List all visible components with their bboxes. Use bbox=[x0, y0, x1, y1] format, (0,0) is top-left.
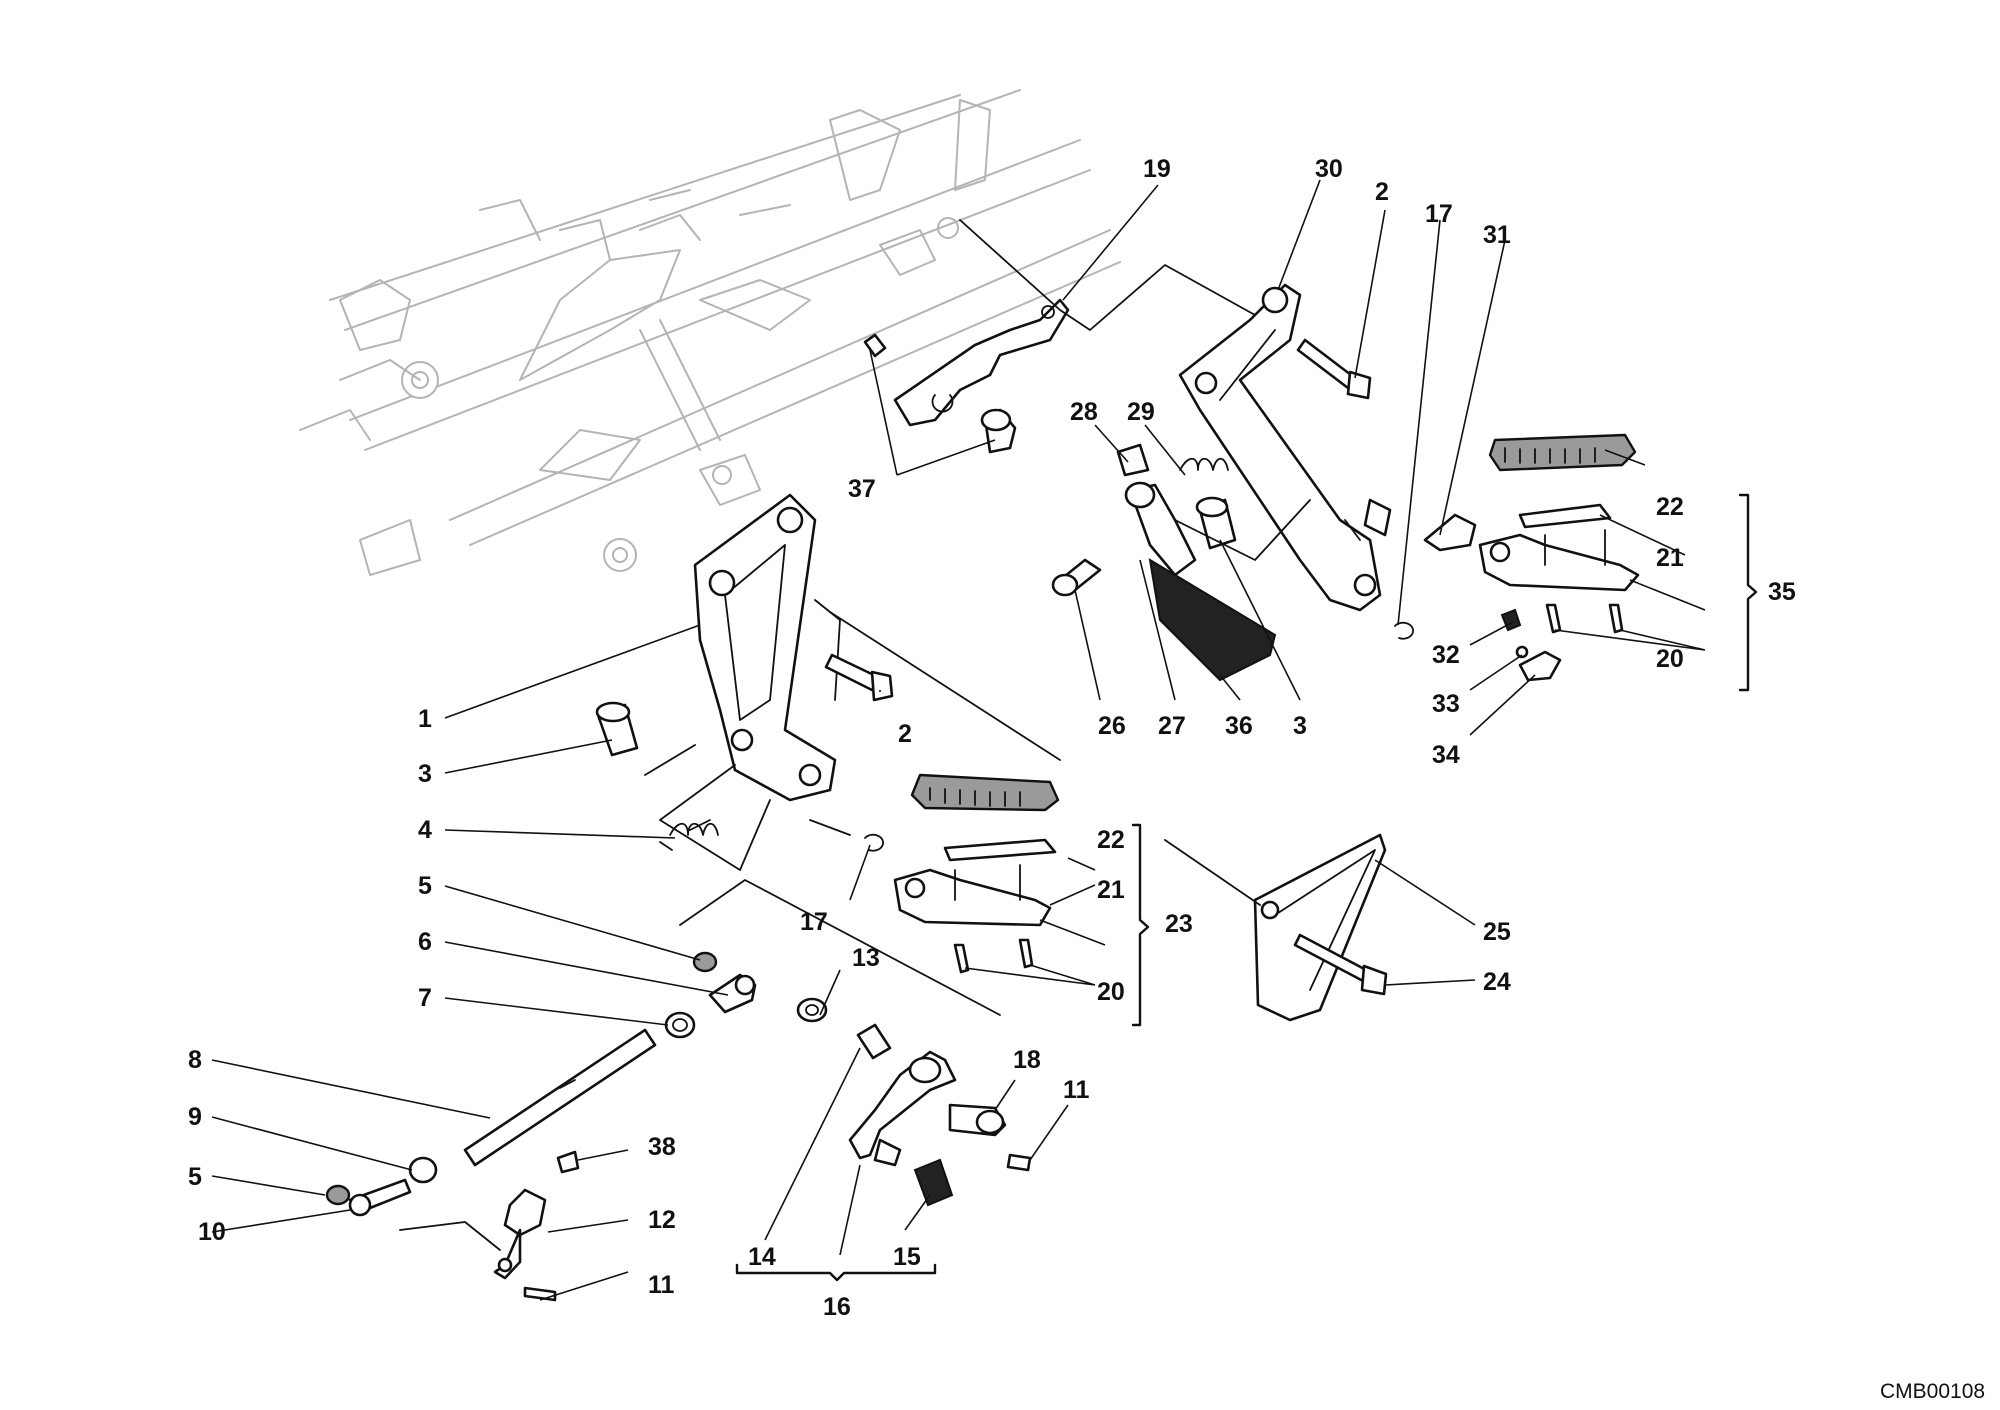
callout-18: 18 bbox=[1013, 1046, 1041, 1074]
callout-20-left: 20 bbox=[1097, 978, 1125, 1006]
callout-36: 36 bbox=[1225, 712, 1253, 740]
callout-17-left: 17 bbox=[800, 908, 828, 936]
rear-footpeg-27 bbox=[1124, 481, 1277, 682]
screw-11-lower bbox=[523, 1286, 557, 1302]
leader-lines bbox=[211, 179, 1706, 1301]
brace-35 bbox=[1738, 493, 1758, 692]
callout-7: 7 bbox=[418, 984, 432, 1012]
callout-16: 16 bbox=[823, 1293, 851, 1321]
callout-5-upper: 5 bbox=[418, 872, 432, 900]
callout-8: 8 bbox=[188, 1046, 202, 1074]
bolt-24 bbox=[1293, 933, 1388, 996]
callout-10: 10 bbox=[198, 1218, 226, 1246]
nut-5-lower bbox=[325, 1184, 351, 1206]
shift-lever-12 bbox=[503, 1188, 547, 1237]
motorcycle-frame bbox=[299, 89, 1121, 576]
callout-30: 30 bbox=[1315, 155, 1343, 183]
callout-26: 26 bbox=[1098, 712, 1126, 740]
callout-11-lower: 11 bbox=[648, 1271, 675, 1299]
footpeg-bracket-left bbox=[693, 493, 841, 802]
screws-20-left bbox=[953, 938, 1034, 974]
bolt-2-left bbox=[824, 653, 894, 702]
callout-20-right: 20 bbox=[1656, 645, 1684, 673]
callout-labels: 1 3 4 5 6 7 8 9 5 10 11 12 38 2 17 13 14… bbox=[188, 155, 1796, 1321]
callout-2-right: 2 bbox=[1375, 178, 1389, 206]
bush-14 bbox=[856, 1023, 892, 1060]
heel-guard-25 bbox=[1253, 833, 1387, 1022]
callout-24: 24 bbox=[1483, 968, 1511, 996]
callout-27: 27 bbox=[1158, 712, 1186, 740]
pivot-pin-3-left bbox=[595, 701, 639, 757]
assembly-lines-left bbox=[644, 611, 1061, 1016]
assembly-line-right bbox=[1174, 499, 1311, 561]
pin-28 bbox=[1116, 443, 1150, 477]
callout-17-right: 17 bbox=[1425, 200, 1453, 228]
callout-2-left: 2 bbox=[898, 720, 912, 748]
nut-7 bbox=[664, 1011, 696, 1039]
plate-34 bbox=[1518, 650, 1562, 682]
callout-35: 35 bbox=[1768, 578, 1796, 606]
callout-1: 1 bbox=[418, 705, 432, 733]
circlip-17-right bbox=[1394, 621, 1414, 640]
callout-34: 34 bbox=[1432, 741, 1460, 769]
assembly-line-25 bbox=[1164, 839, 1261, 906]
nut-5-upper bbox=[692, 951, 718, 973]
callout-6: 6 bbox=[418, 928, 432, 956]
callout-14: 14 bbox=[748, 1243, 776, 1271]
callout-19: 19 bbox=[1143, 155, 1171, 183]
callout-5-lower: 5 bbox=[188, 1163, 202, 1191]
washer-13 bbox=[796, 997, 828, 1023]
callout-37: 37 bbox=[848, 475, 876, 503]
callout-21-right: 21 bbox=[1656, 544, 1684, 572]
callout-23: 23 bbox=[1165, 910, 1193, 938]
rubber-36 bbox=[1148, 558, 1277, 682]
callout-9: 9 bbox=[188, 1103, 202, 1131]
shift-rod-8 bbox=[463, 1028, 657, 1167]
spring-29 bbox=[1179, 457, 1229, 471]
bolt-2-right bbox=[1296, 338, 1372, 400]
brace-23 bbox=[1131, 823, 1150, 1027]
callout-28: 28 bbox=[1070, 398, 1098, 426]
callout-4: 4 bbox=[418, 816, 432, 844]
circlip-17-left bbox=[864, 833, 884, 852]
callout-22-right: 22 bbox=[1656, 493, 1684, 521]
gear-linkage bbox=[325, 951, 1032, 1302]
pad-31 bbox=[1423, 513, 1477, 552]
drawing-reference: CMB00108 bbox=[1880, 1380, 1985, 1403]
ball-33 bbox=[1515, 645, 1529, 659]
callout-32: 32 bbox=[1432, 641, 1460, 669]
nut-9 bbox=[408, 1156, 438, 1184]
footpeg-bracket-right bbox=[1178, 283, 1392, 612]
brace-16 bbox=[735, 1263, 937, 1282]
assembly-line-19 bbox=[959, 219, 1256, 331]
bracket-19 bbox=[863, 298, 1070, 454]
screw-11-upper bbox=[1006, 1153, 1032, 1172]
callout-3-right: 3 bbox=[1293, 712, 1307, 740]
callout-3-left: 3 bbox=[418, 760, 432, 788]
callout-13: 13 bbox=[852, 944, 880, 972]
footpeg-assembly-left bbox=[893, 773, 1060, 927]
callout-25: 25 bbox=[1483, 918, 1511, 946]
callout-21-left: 21 bbox=[1097, 876, 1125, 904]
callout-38: 38 bbox=[648, 1133, 676, 1161]
callout-31: 31 bbox=[1483, 221, 1511, 249]
callout-22-left: 22 bbox=[1097, 826, 1125, 854]
callout-33: 33 bbox=[1432, 690, 1460, 718]
nut-37 bbox=[863, 333, 887, 358]
callout-11-upper: 11 bbox=[1063, 1076, 1090, 1104]
callout-12: 12 bbox=[648, 1206, 676, 1234]
callout-15: 15 bbox=[893, 1243, 921, 1271]
screws-20-right bbox=[1545, 603, 1624, 634]
callout-29: 29 bbox=[1127, 398, 1155, 426]
screw-38 bbox=[556, 1150, 580, 1174]
rubber-15 bbox=[913, 1158, 954, 1207]
spring-4 bbox=[659, 819, 719, 851]
footpeg-assembly-right bbox=[1478, 433, 1640, 592]
